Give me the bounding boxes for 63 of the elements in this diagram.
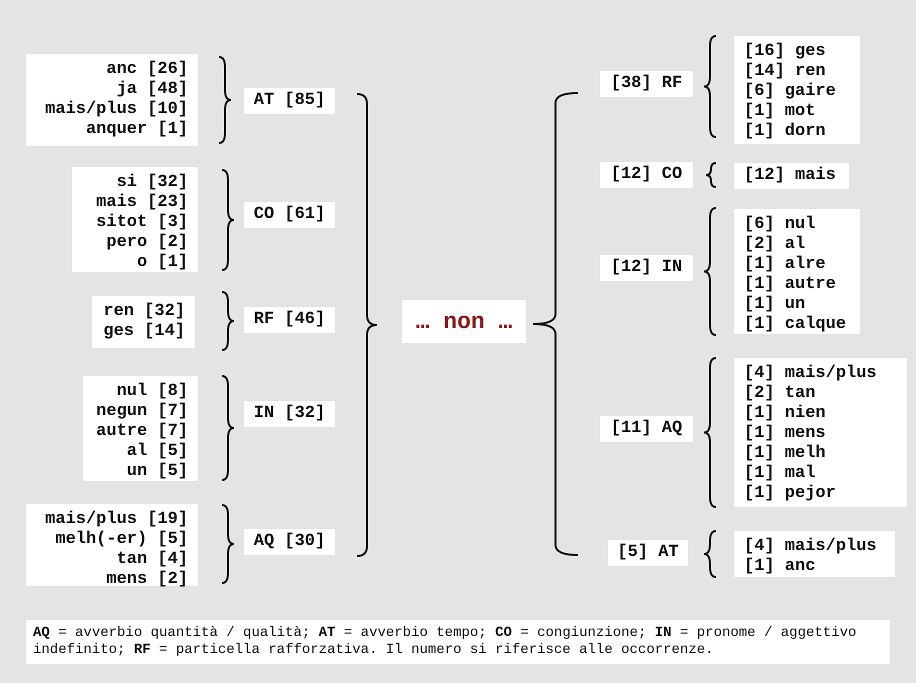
word-list-panel: [734, 531, 895, 577]
word-count: [16] ges: [744, 42, 827, 62]
word-list-panel: [72, 167, 198, 272]
word-count: [6] gaire: [744, 82, 837, 102]
category-tag: IN [32]: [244, 401, 335, 427]
word-count: [1] mens: [744, 424, 827, 444]
word-count: [1] anc: [744, 557, 816, 577]
word-count: [1] mal: [744, 464, 816, 484]
word-count: [4] mais/plus: [744, 364, 878, 384]
word-count: sitot [3]: [95, 213, 188, 233]
word-count: [1] un: [744, 295, 806, 315]
category-tag: [5] AT: [608, 540, 688, 566]
word-count: mais [23]: [95, 193, 188, 213]
word-count: [1] melh: [744, 444, 827, 464]
word-count: mais/plus [10]: [44, 100, 188, 120]
word-count: [1] mot: [744, 102, 816, 122]
word-list-panel: [734, 163, 849, 189]
category-tag: AT [85]: [244, 88, 335, 114]
word-count: [12] mais: [744, 166, 837, 186]
word-count: un [5]: [126, 462, 188, 482]
category-tag: [11] AQ: [600, 416, 693, 442]
word-count: anquer [1]: [84, 120, 188, 140]
word-count: o [1]: [136, 253, 188, 273]
word-list-panel: [26, 54, 198, 146]
word-count: [2] al: [744, 235, 806, 255]
word-list-panel: [26, 504, 198, 586]
word-count: nul [8]: [116, 382, 188, 402]
word-count: [1] autre: [744, 275, 837, 295]
word-count: ren [32]: [102, 302, 185, 322]
word-count: [2] tan: [744, 384, 816, 404]
central-term: … non …: [402, 300, 526, 343]
word-count: [4] mais/plus: [744, 537, 878, 557]
word-count: si [32]: [116, 173, 188, 193]
word-count: mens [2]: [105, 570, 188, 590]
word-count: [1] nien: [744, 404, 827, 424]
category-tag: [38] RF: [600, 71, 693, 97]
word-count: tan [4]: [116, 550, 188, 570]
caption: AQ = avverbio quantità / qualità; AT = avverbio tempo; CO = congiunzione; IN = pronome / aggettivo indefinito; RF = particella rafforzativa. Il numero si riferisce alle occorrenze.: [26, 620, 890, 664]
word-count: [1] pejor: [744, 484, 837, 504]
category-tag: [12] CO: [600, 162, 693, 188]
word-count: [6] nul: [744, 215, 816, 235]
word-count: [14] ren: [744, 62, 827, 82]
word-list-panel: [734, 358, 907, 507]
category-tag: [12] IN: [600, 255, 693, 281]
word-list-panel: [83, 376, 198, 481]
word-count: pero [2]: [105, 233, 188, 253]
word-count: mais/plus [19]: [44, 510, 188, 530]
word-count: negun [7]: [95, 402, 188, 422]
word-list-panel: [734, 36, 860, 144]
word-list-panel: [92, 296, 195, 348]
word-count: [1] alre: [744, 255, 827, 275]
category-tag: AQ [30]: [244, 529, 335, 555]
word-count: al [5]: [126, 442, 188, 462]
word-count: [1] dorn: [744, 122, 827, 142]
word-count: melh(-er) [5]: [54, 530, 188, 550]
word-count: autre [7]: [95, 422, 188, 442]
word-count: anc [26]: [105, 60, 188, 80]
category-tag: RF [46]: [244, 307, 335, 333]
word-count: [1] calque: [744, 315, 848, 335]
category-tag: CO [61]: [244, 202, 335, 228]
word-count: ja [48]: [116, 80, 188, 100]
word-list-panel: [734, 209, 860, 334]
word-count: ges [14]: [102, 322, 185, 342]
